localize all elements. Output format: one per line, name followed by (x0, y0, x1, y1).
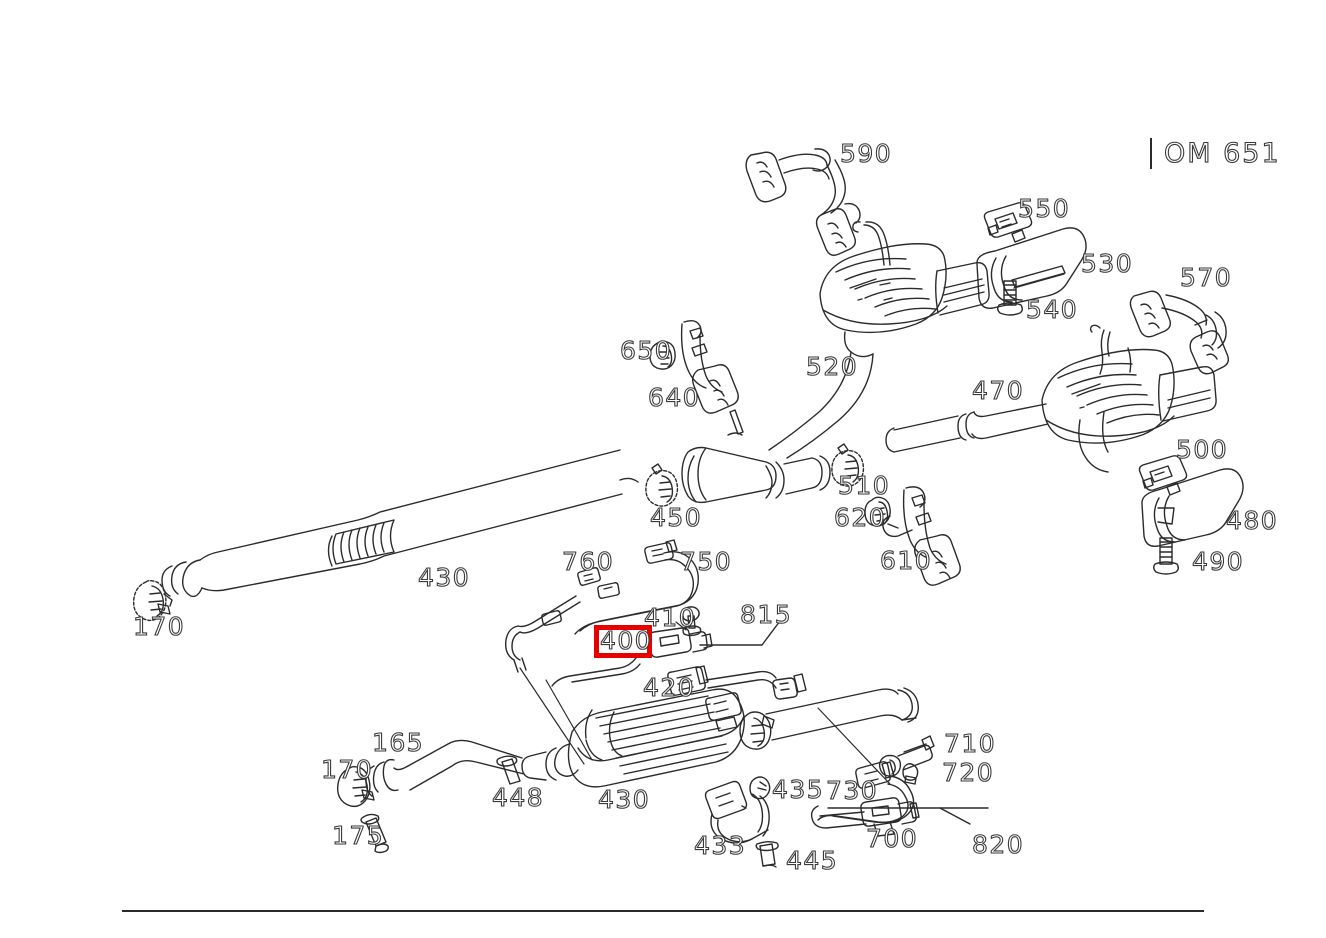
callout-label-435: 435 (771, 775, 825, 804)
callout-label-450: 450 (649, 503, 703, 532)
callout-label-700: 700 (865, 824, 919, 853)
callout-label-430-lower: 430 (597, 785, 651, 814)
callout-label-470: 470 (971, 376, 1025, 405)
callout-label-448: 448 (491, 783, 545, 812)
callout-label-640: 640 (647, 383, 701, 412)
callout-label-520: 520 (805, 352, 859, 381)
callout-label-730: 730 (825, 776, 879, 805)
callout-label-430-upper: 430 (417, 563, 471, 592)
callout-label-500: 500 (1175, 435, 1229, 464)
engine-code-tag: OM 651 (1150, 137, 1281, 170)
callout-label-710: 710 (943, 729, 997, 758)
callout-label-760: 760 (561, 547, 615, 576)
callout-label-165: 165 (371, 728, 425, 757)
callout-label-170-lower: 170 (320, 755, 374, 784)
callout-label-590: 590 (839, 139, 893, 168)
callout-label-410: 410 (643, 603, 697, 632)
callout-label-433: 433 (693, 831, 747, 860)
callout-label-750: 750 (679, 547, 733, 576)
callout-label-510: 510 (837, 471, 891, 500)
callout-label-480: 480 (1225, 506, 1279, 535)
callout-label-720: 720 (941, 758, 995, 787)
highlight-label: 400 (599, 626, 653, 655)
callout-label-620: 620 (833, 503, 887, 532)
footer-divider (122, 910, 1204, 912)
callout-label-175: 175 (331, 821, 385, 850)
callout-label-570: 570 (1179, 263, 1233, 292)
callout-label-540: 540 (1025, 295, 1079, 324)
callout-label-530: 530 (1080, 249, 1134, 278)
callout-label-650: 650 (619, 336, 673, 365)
callout-label-170-upper: 170 (132, 612, 186, 641)
callout-label-815: 815 (739, 600, 793, 629)
callout-label-550: 550 (1017, 194, 1071, 223)
callout-label-445: 445 (785, 846, 839, 875)
callout-label-610: 610 (879, 546, 933, 575)
callout-label-820: 820 (971, 830, 1025, 859)
highlighted-part-400[interactable]: 400 (594, 625, 652, 658)
callout-label-490: 490 (1191, 547, 1245, 576)
callout-label-420: 420 (642, 673, 696, 702)
